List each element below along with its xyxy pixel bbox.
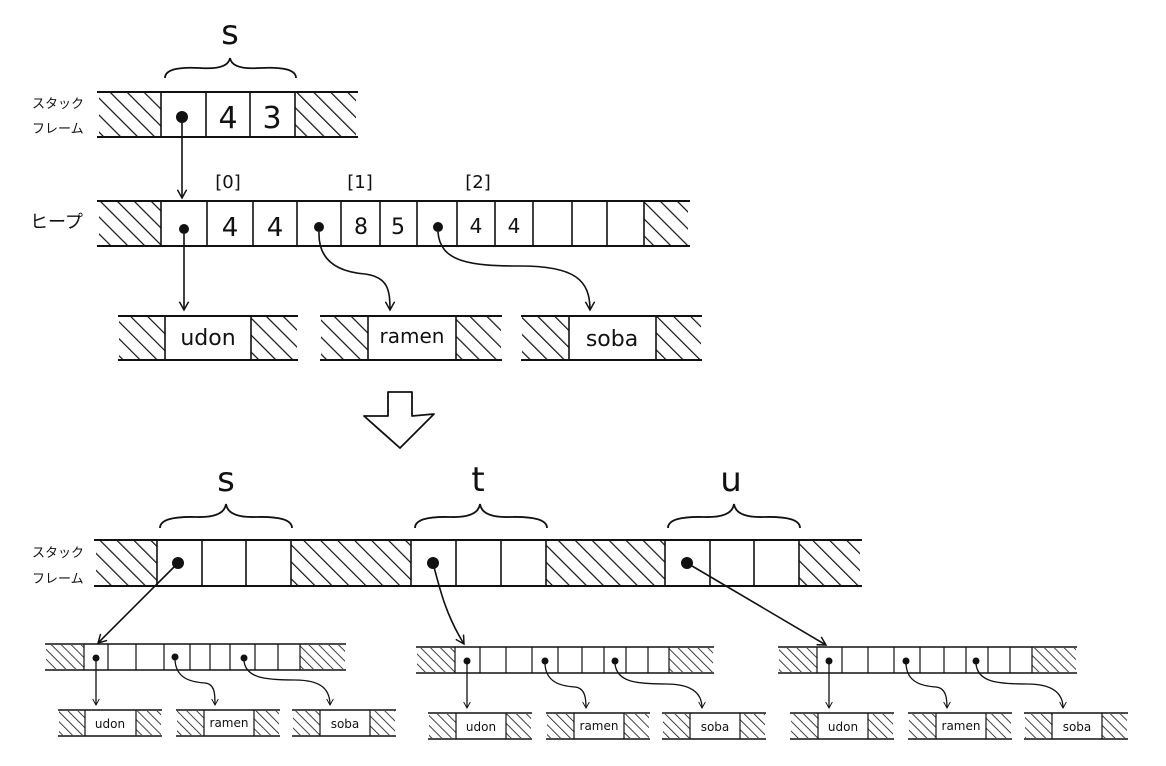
index-1: [1] <box>347 172 373 193</box>
top-arrow-to-ramen <box>318 231 396 312</box>
bottom-u-string-udon: udon <box>790 712 894 740</box>
bottom-s-string-udon: udon <box>58 709 162 737</box>
bottom-heap-row-s <box>45 643 346 671</box>
heap-cap-0: 4 <box>222 213 239 243</box>
top-stack-ptr-dot <box>176 111 188 123</box>
bottom-var-s: s <box>217 460 235 500</box>
bottom-u-ramen-text: ramen <box>942 719 981 733</box>
top-var-s: s <box>221 13 239 53</box>
top-stack-cap: 4 <box>218 101 237 136</box>
bottom-u-soba-text: soba <box>1063 720 1092 734</box>
heap-ptr-dot-1 <box>314 222 324 232</box>
bottom-t-ramen-text: ramen <box>580 719 619 733</box>
bottom-arrow-s-heap <box>96 562 179 645</box>
bottom-u-string-ramen: ramen <box>908 712 1012 740</box>
bottom-s-string-soba: soba <box>292 709 396 737</box>
bottom-s-ramen-text: ramen <box>210 716 249 730</box>
bottom-heap-row-u <box>778 646 1077 674</box>
transition-down-arrow <box>363 391 435 449</box>
stack-frame-label-top-1: スタック <box>32 97 84 112</box>
bottom-t-arrow-soba <box>614 663 706 709</box>
heap-label: ヒープ <box>30 212 83 233</box>
heap-cap-2: 4 <box>470 214 483 238</box>
index-2: [2] <box>465 172 491 193</box>
top-ramen-text: ramen <box>380 324 445 348</box>
bottom-t-string-udon: udon <box>428 712 532 740</box>
heap-len-1: 5 <box>391 215 405 240</box>
index-0: [0] <box>215 172 241 193</box>
bottom-arrow-t-heap <box>432 562 465 646</box>
top-soba-text: soba <box>586 327 638 352</box>
stack-frame-label-bottom-1: スタック <box>32 546 84 561</box>
stack-frame-label-top-2: フレーム <box>32 122 84 137</box>
bottom-u-string-soba: soba <box>1024 712 1128 740</box>
bottom-s-arrow-soba <box>243 660 334 706</box>
top-heap-row: 4 4 8 5 4 4 <box>97 200 690 247</box>
bottom-brace-t <box>414 503 548 529</box>
bottom-t-soba-text: soba <box>701 720 730 734</box>
bottom-t-udon-text: udon <box>466 720 496 734</box>
top-string-soba: soba <box>521 315 702 361</box>
top-udon-text: udon <box>180 326 235 351</box>
bottom-u-udon-text: udon <box>828 720 858 734</box>
bottom-brace-u <box>667 503 801 529</box>
top-stack-frame: 4 3 <box>97 91 358 138</box>
bottom-t-arrow-ramen <box>544 663 590 709</box>
heap-ptr-dot-0 <box>179 224 189 234</box>
bottom-u-arrow-soba <box>975 663 1067 709</box>
stack-frame-label-bottom-2: フレーム <box>32 572 84 587</box>
heap-ptr-dot-2 <box>433 222 443 232</box>
bottom-t-string-ramen: ramen <box>546 712 650 740</box>
bottom-s-arrow-ramen <box>174 659 219 706</box>
bottom-s-udon-text: udon <box>95 717 125 731</box>
bottom-var-t: t <box>471 460 484 500</box>
bottom-heap-row-t <box>416 646 714 674</box>
top-arrow-to-soba <box>437 231 596 312</box>
top-string-ramen: ramen <box>320 315 502 361</box>
bottom-stack-frame <box>94 539 862 587</box>
top-brace-s <box>164 57 297 79</box>
bottom-var-u: u <box>720 460 742 500</box>
bottom-t-string-soba: soba <box>662 712 766 740</box>
bottom-brace-s <box>159 503 293 529</box>
bottom-s-soba-text: soba <box>331 717 360 731</box>
top-string-udon: udon <box>118 315 298 361</box>
top-stack-len: 3 <box>262 101 281 136</box>
heap-len-0: 4 <box>267 213 284 243</box>
bottom-arrow-u-heap <box>686 562 828 646</box>
heap-len-2: 4 <box>508 214 521 238</box>
bottom-u-arrow-ramen <box>905 663 951 709</box>
bottom-s-string-ramen: ramen <box>176 709 280 737</box>
heap-cap-1: 8 <box>354 215 368 240</box>
